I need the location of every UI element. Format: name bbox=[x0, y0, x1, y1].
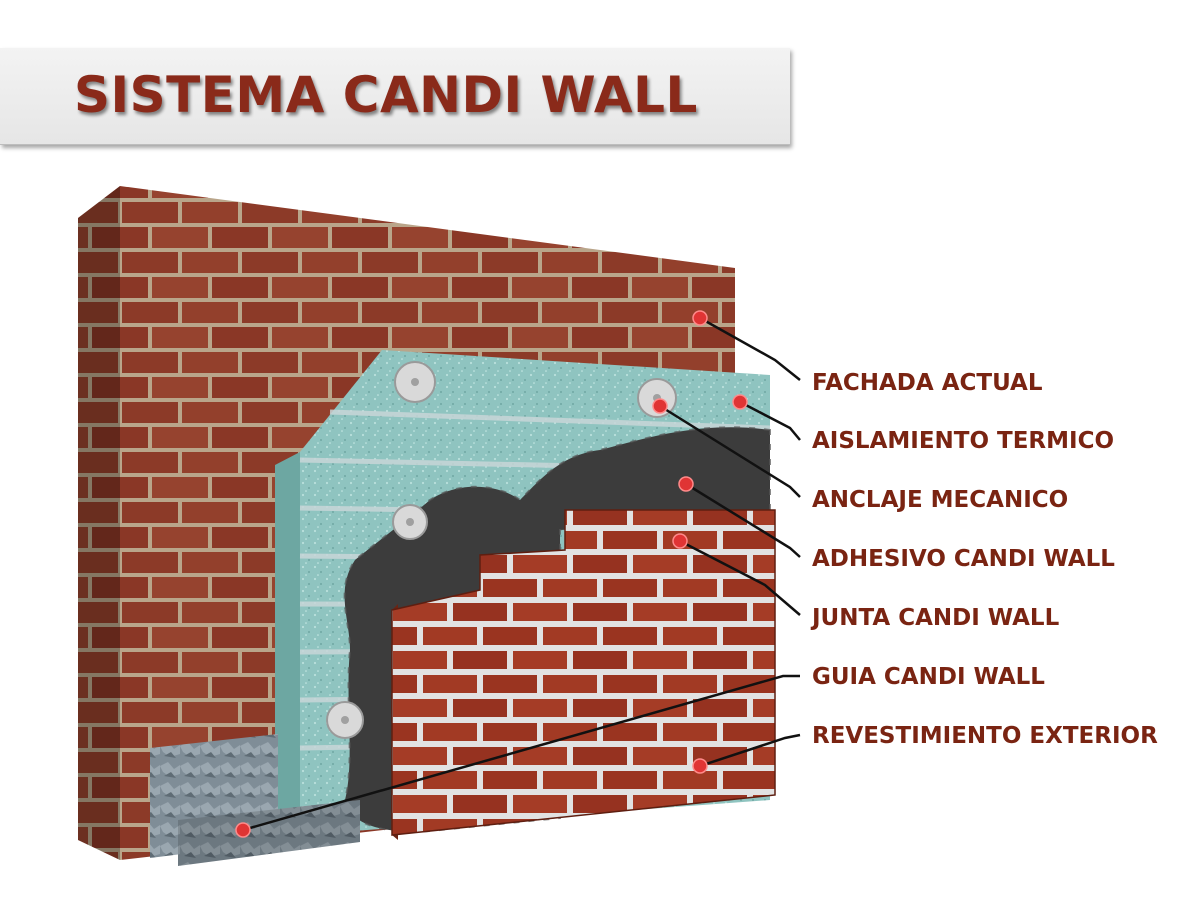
label-fachada-actual: FACHADA ACTUAL bbox=[812, 370, 1043, 396]
insulation-side bbox=[275, 452, 300, 845]
label-guia-candi-wall: GUIA CANDI WALL bbox=[812, 664, 1045, 690]
marker-adhesivo bbox=[678, 476, 694, 492]
marker-anclaje bbox=[652, 398, 668, 414]
label-aislamiento-termico: AISLAMIENTO TERMICO bbox=[812, 428, 1115, 454]
cladding-outline bbox=[391, 509, 776, 836]
anchor-discs bbox=[326, 361, 677, 739]
leader-line-anclaje bbox=[659, 404, 801, 498]
marker-guia bbox=[235, 822, 251, 838]
marker-fachada bbox=[692, 310, 708, 326]
marker-aislamiento bbox=[732, 394, 748, 410]
label-revestimiento-exterior: REVESTIMIENTO EXTERIOR bbox=[812, 723, 1158, 749]
leader-line-revestimiento bbox=[699, 733, 801, 768]
marker-revestimiento bbox=[692, 758, 708, 774]
label-anclaje-mecanico: ANCLAJE MECANICO bbox=[812, 487, 1069, 513]
leader-line-aislamiento bbox=[739, 400, 801, 441]
anchor-centers bbox=[341, 378, 661, 724]
label-adhesivo-candi-wall: ADHESIVO CANDI WALL bbox=[812, 546, 1115, 572]
facade-side-shade bbox=[78, 186, 120, 860]
adhesive-texture bbox=[343, 426, 771, 833]
label-junta-candi-wall: JUNTA CANDI WALL bbox=[812, 605, 1060, 631]
guide-profile-shade bbox=[178, 800, 360, 866]
leader-line-junta bbox=[679, 539, 801, 616]
title-banner: SISTEMA CANDI WALL bbox=[0, 48, 790, 145]
marker-junta bbox=[672, 533, 688, 549]
leader-line-fachada bbox=[699, 316, 801, 381]
facade-side bbox=[78, 186, 120, 860]
leader-line-guia bbox=[242, 674, 800, 832]
diagram-title: SISTEMA CANDI WALL bbox=[74, 66, 698, 124]
markers bbox=[235, 310, 748, 838]
leader-lines bbox=[242, 316, 801, 832]
guide-profile-front bbox=[178, 800, 360, 866]
leader-line-adhesivo bbox=[685, 482, 801, 558]
